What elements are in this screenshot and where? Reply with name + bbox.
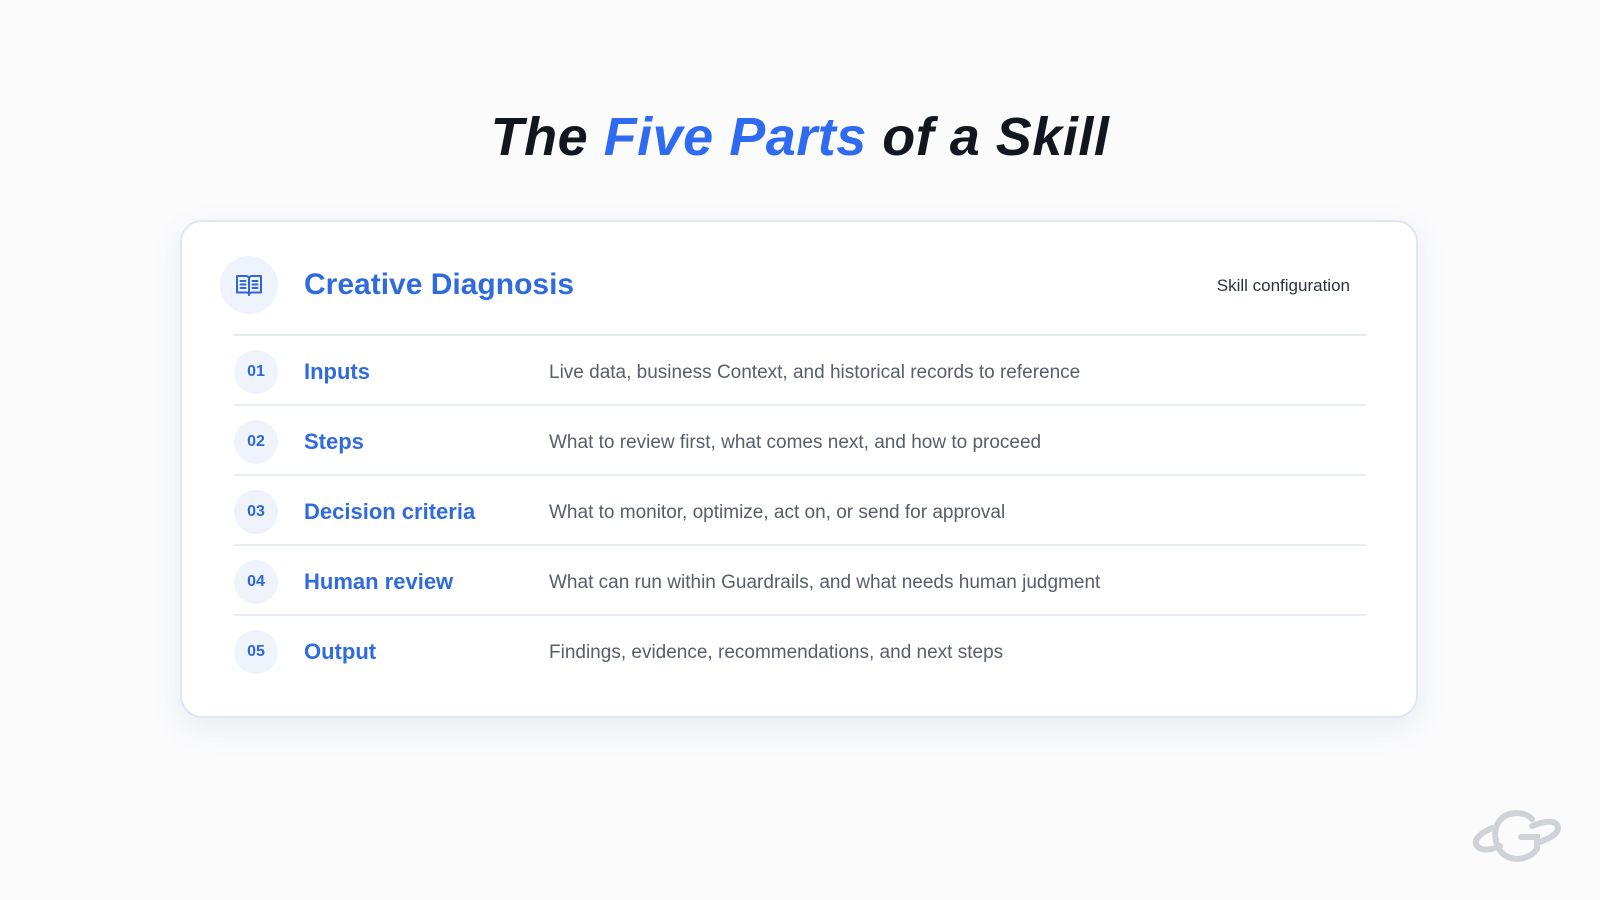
step-description: What to review first, what comes next, a… [549, 432, 1042, 453]
card-title: Creative Diagnosis [304, 268, 575, 301]
title-prefix: The [490, 107, 604, 168]
skill-part-row: 02 Steps What to review first, what come… [234, 406, 1366, 476]
step-number-badge: 02 [234, 420, 278, 464]
card-header: Creative Diagnosis Skill configuration [220, 256, 1350, 314]
book-icon [236, 275, 262, 296]
title-suffix: of a Skill [866, 107, 1110, 168]
step-label: Output [304, 639, 377, 664]
step-description: Live data, business Context, and histori… [549, 362, 1081, 383]
step-label: Inputs [304, 359, 370, 384]
step-number-badge: 03 [234, 490, 278, 534]
step-number-badge: 05 [234, 630, 278, 674]
skill-part-row: 05 Output Findings, evidence, recommenda… [234, 616, 1366, 686]
step-label: Decision criteria [304, 499, 476, 524]
book-icon-badge [220, 256, 278, 314]
step-number-badge: 01 [234, 350, 278, 394]
header-divider [234, 334, 1366, 336]
skill-part-row: 01 Inputs Live data, business Context, a… [234, 336, 1366, 406]
page-title: The Five Parts of a Skill [0, 106, 1600, 168]
step-description: What to monitor, optimize, act on, or se… [549, 502, 1006, 523]
step-label: Steps [304, 429, 364, 454]
step-number-badge: 04 [234, 560, 278, 604]
skill-parts-list: 01 Inputs Live data, business Context, a… [234, 336, 1366, 686]
skill-configuration-label: Skill configuration [1216, 276, 1350, 295]
skill-part-row: 04 Human review What can run within Guar… [234, 546, 1366, 616]
skill-card: Creative Diagnosis Skill configuration 0… [180, 220, 1418, 718]
step-description: What can run within Guardrails, and what… [549, 572, 1101, 593]
skill-part-row: 03 Decision criteria What to monitor, op… [234, 476, 1366, 546]
title-accent: Five Parts [603, 107, 867, 168]
step-label: Human review [304, 569, 454, 594]
step-description: Findings, evidence, recommendations, and… [549, 642, 1004, 663]
brand-logo-icon [1472, 810, 1562, 862]
